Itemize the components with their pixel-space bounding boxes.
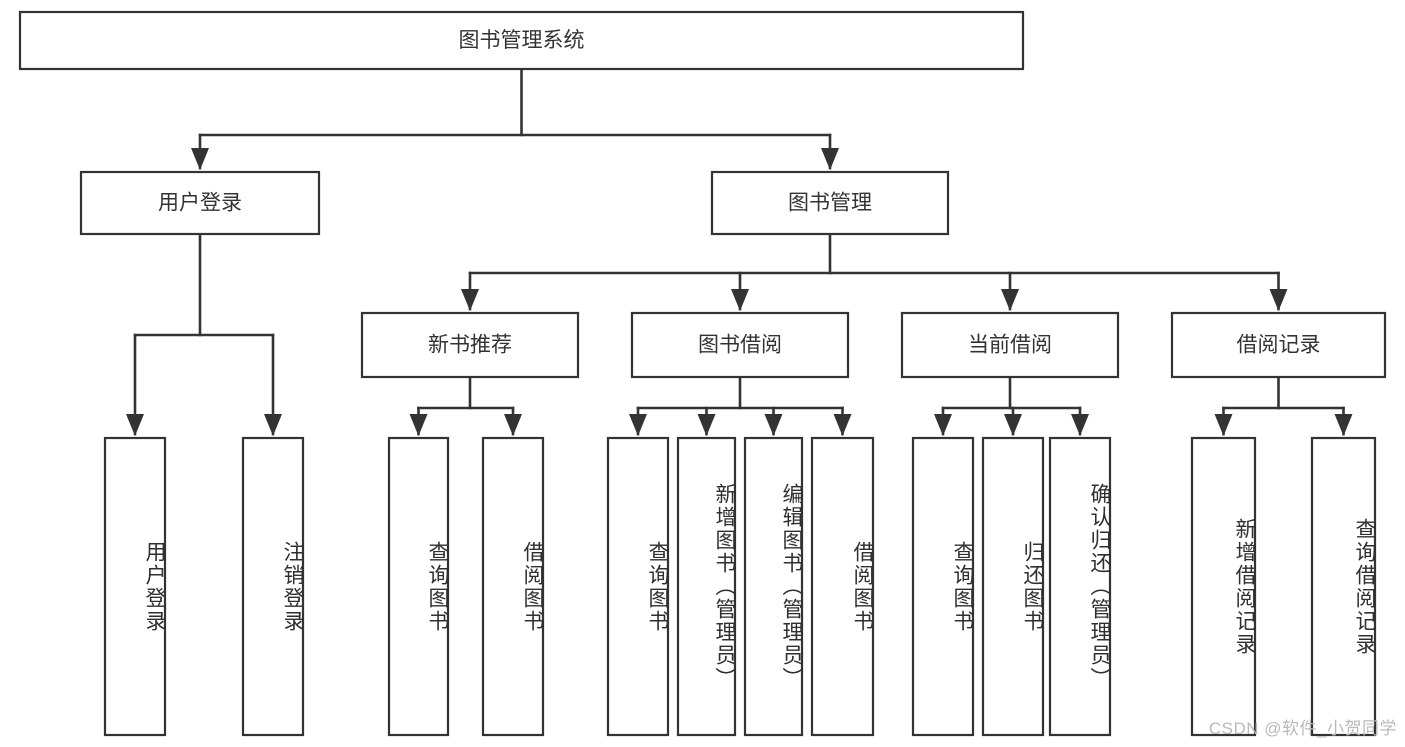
arrow-head-icon: [934, 414, 952, 436]
arrow-head-icon: [409, 414, 428, 436]
node-level1-1-label: 图书管理: [788, 192, 872, 215]
arrow-head-icon: [629, 414, 647, 436]
leaf-box-12[interactable]: [1310, 436, 1377, 737]
leaf-box-4[interactable]: [606, 436, 670, 737]
node-level2-2-label: 当前借阅: [968, 334, 1052, 357]
leaf-box-6[interactable]: [743, 436, 804, 737]
node-level2-3-label: 借阅记录: [1237, 334, 1321, 357]
node-root[interactable]: [18, 10, 1025, 71]
watermark-text: CSDN @软件_小贺同学: [1208, 719, 1397, 738]
leaf-box-11[interactable]: [1190, 436, 1257, 737]
node-box-layer: [18, 10, 1387, 737]
arrow-head-icon: [1334, 414, 1353, 436]
leaf-box-8[interactable]: [911, 436, 975, 737]
leaf-box-2[interactable]: [387, 436, 450, 737]
arrow-head-icon: [504, 414, 522, 436]
node-level2-0[interactable]: [360, 311, 580, 379]
arrow-head-icon: [1214, 414, 1233, 436]
arrow-head-icon: [1269, 289, 1288, 311]
leaf-box-3[interactable]: [481, 436, 545, 737]
arrow-head-icon: [1004, 414, 1022, 436]
leaf-box-9[interactable]: [981, 436, 1045, 737]
leaf-box-0[interactable]: [103, 436, 167, 737]
node-root-label: 图书管理系统: [459, 29, 585, 52]
arrow-head-icon: [264, 414, 282, 436]
arrow-head-icon: [697, 414, 716, 436]
node-level1-0-label: 用户登录: [158, 192, 242, 215]
node-level2-0-label: 新书推荐: [428, 334, 512, 357]
leaf-box-7[interactable]: [810, 436, 875, 737]
arrow-head-icon: [1001, 289, 1019, 311]
arrow-head-icon: [821, 148, 839, 170]
arrow-head-icon: [764, 414, 783, 436]
leaf-box-5[interactable]: [676, 436, 737, 737]
node-level2-1-label: 图书借阅: [698, 334, 782, 357]
node-level2-1[interactable]: [630, 311, 850, 379]
node-level2-2[interactable]: [900, 311, 1120, 379]
arrow-head-icon: [126, 414, 144, 436]
arrow-head-icon: [461, 289, 479, 311]
connector-layer: [126, 67, 1353, 436]
node-level2-3[interactable]: [1170, 311, 1387, 379]
arrow-head-icon: [731, 289, 749, 311]
leaf-box-10[interactable]: [1048, 436, 1112, 737]
leaf-box-1[interactable]: [241, 436, 305, 737]
arrow-head-icon: [833, 414, 852, 436]
arrow-head-icon: [1071, 414, 1089, 436]
node-level1-0[interactable]: [79, 170, 321, 236]
arrow-head-icon: [191, 148, 209, 170]
node-level1-1[interactable]: [710, 170, 950, 236]
